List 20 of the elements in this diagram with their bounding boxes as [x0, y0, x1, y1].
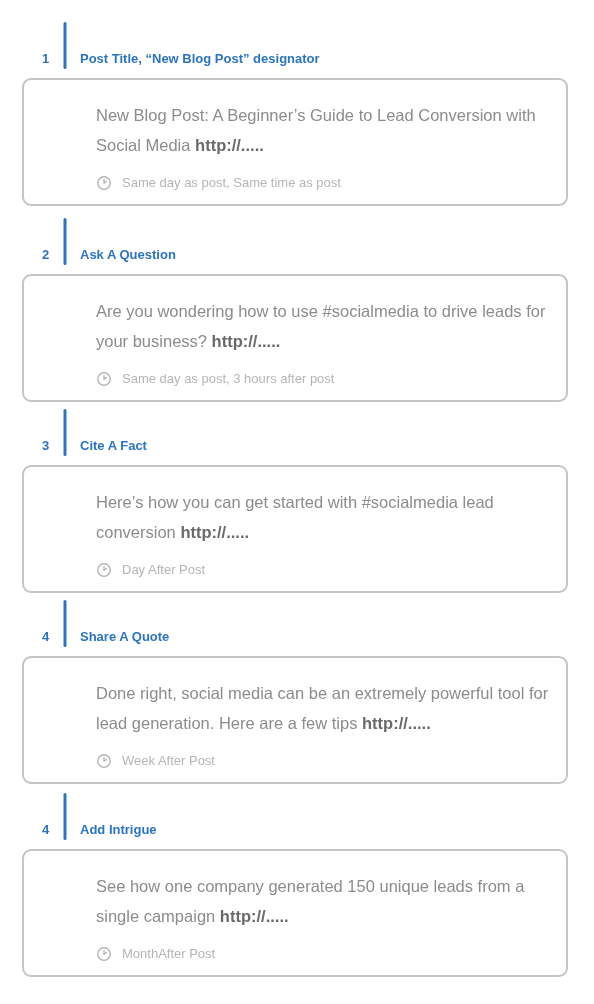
step-heading: Cite A Fact [80, 438, 147, 454]
post-text: Are you wondering how to use #socialmedia to drive leads for your business? http://..... [96, 301, 547, 352]
step-heading: Share A Quote [80, 629, 170, 645]
post-text: New Blog Post: A Beginner’s Guide to Lead Conversion with Social Media http://..... [96, 105, 537, 156]
timing-note: Day After Post [122, 562, 206, 578]
step-number: 2 [42, 247, 50, 263]
step-number: 3 [42, 438, 50, 454]
step-heading: Ask A Question [80, 247, 176, 263]
post-text: Here’s how you can get started with #socialmedia lead conversion http://..... [96, 492, 495, 543]
post-text: Done right, social media can be an extremely powerful tool for lead generation. Here are a few tips http://..... [96, 683, 550, 734]
post-text: See how one company generated 150 unique leads from a single campaign http://..... [96, 876, 526, 927]
step-heading: Add Intrigue [80, 822, 157, 838]
step-heading: Post Title, “New Blog Post” designator [80, 51, 320, 67]
timing-note: Same day as post, 3 hours after post [122, 371, 335, 387]
step-number: 4 [42, 822, 50, 838]
timing-note: MonthAfter Post [122, 946, 216, 962]
step-number: 1 [42, 51, 50, 67]
step-number: 4 [42, 629, 50, 645]
timing-note: Week After Post [122, 753, 215, 769]
timing-note: Same day as post, Same time as post [122, 175, 341, 191]
